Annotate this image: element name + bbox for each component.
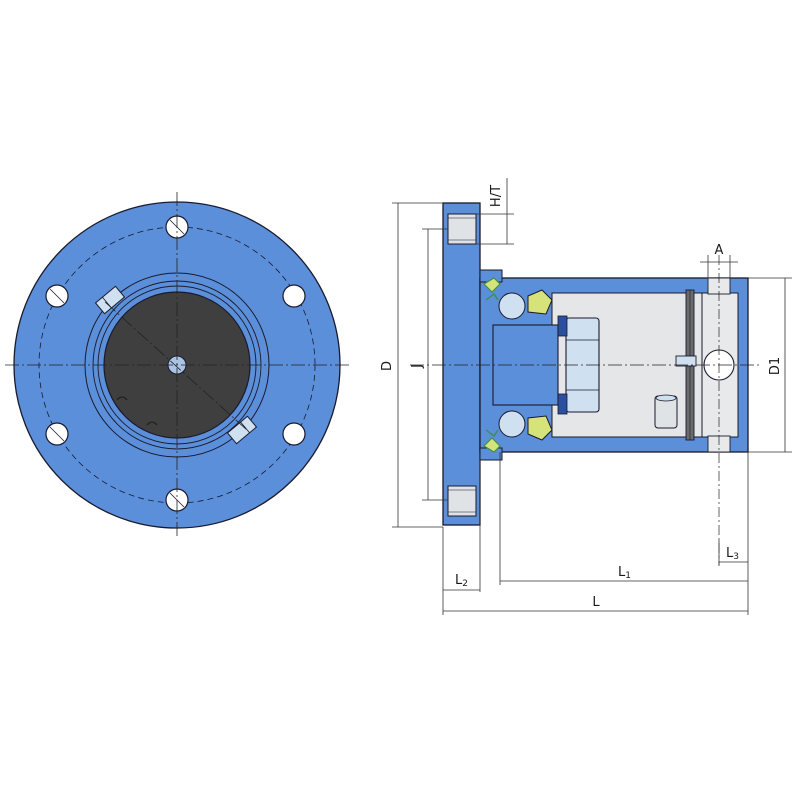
flange-hole-bottom (447, 485, 477, 517)
anti-rotation-pin-lower (226, 415, 258, 445)
seal-lip-bottom (485, 429, 499, 438)
bolt-hole-upper-right (282, 284, 306, 308)
bearing-ball-bottom (498, 410, 526, 438)
guide-pin (675, 355, 697, 367)
label-L2: L2 (455, 573, 468, 589)
core-notch-right (146, 421, 158, 426)
washer-top (557, 315, 568, 337)
section-view (410, 202, 760, 565)
label-L1: L1 (618, 565, 631, 581)
label-HT: H/T (489, 185, 504, 207)
bearing-ball-top (498, 292, 526, 320)
seal-bottom (483, 437, 501, 453)
flange-plate (442, 202, 481, 526)
bearing-race-top (527, 289, 553, 315)
label-L: L (592, 595, 600, 610)
label-J: J (410, 364, 425, 369)
dimensions (392, 178, 792, 615)
flange-hole-top (447, 213, 477, 245)
bolt-hole-lower-right (282, 422, 306, 446)
front-center-lines (5, 192, 350, 538)
label-D: D (380, 361, 395, 371)
front-view (5, 192, 350, 538)
seal-top (483, 277, 501, 293)
washer-bottom (557, 393, 568, 415)
core-notch-left (116, 396, 128, 401)
label-D1: D1 (768, 357, 783, 375)
label-A: A (715, 243, 724, 258)
bearing-race-bottom (527, 415, 553, 441)
label-L3: L3 (726, 546, 739, 562)
seal-lip-top (485, 292, 499, 301)
